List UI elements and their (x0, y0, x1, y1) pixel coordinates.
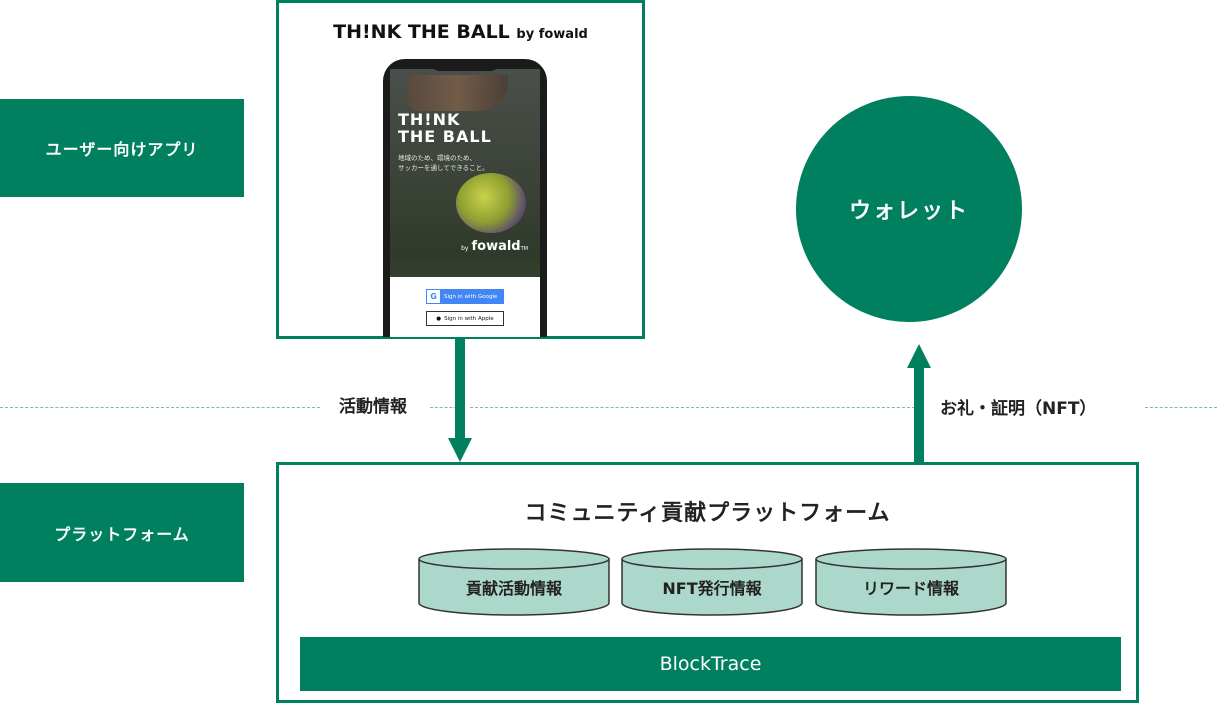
phone-mockup: TH!NK THE BALL 地域のため、環境のため、 サッカーを通してできるこ… (383, 59, 547, 337)
database-cylinder-icon (621, 548, 803, 616)
database-label: リワード情報 (862, 579, 959, 598)
boundary-dashed-line-mid (470, 407, 920, 408)
user-app-category-label: ユーザー向けアプリ (0, 99, 244, 197)
boundary-dashed-line-left (0, 407, 320, 408)
boundary-dashed-line-right (1145, 407, 1217, 408)
boundary-dashed-line-mid-left (430, 407, 462, 408)
database-label: NFT発行情報 (662, 579, 762, 598)
database-cylinder-icon (418, 548, 610, 616)
brand-by: by (461, 245, 469, 252)
splash-logo-line2: THE BALL (398, 127, 492, 146)
app-title: TH!NK THE BALL by fowald (279, 21, 642, 43)
splash-logo: TH!NK THE BALL (398, 111, 492, 145)
player-leg-image (408, 75, 508, 111)
google-button-label: Sign in with Google (444, 293, 498, 300)
app-card: TH!NK THE BALL by fowald TH!NK THE BALL … (276, 0, 645, 339)
database-cylinder-icon (815, 548, 1007, 616)
splash-logo-line1: TH!NK (398, 110, 461, 129)
platform-category-label: プラットフォーム (0, 483, 244, 582)
blocktrace-layer: BlockTrace (300, 637, 1121, 691)
brand-name: fowald (471, 239, 521, 254)
database-label: 貢献活動情報 (465, 579, 562, 598)
blocktrace-label: BlockTrace (659, 653, 762, 675)
phone-notch (430, 59, 500, 71)
app-title-main: TH!NK THE BALL (333, 21, 510, 43)
database-nft-issuance: NFT発行情報 (620, 547, 814, 617)
brand-tm: TM (520, 246, 528, 252)
apple-icon: ● (436, 315, 442, 322)
wallet-circle: ウォレット (796, 96, 1022, 322)
database-reward: リワード情報 (814, 547, 1008, 617)
tagline-line2: サッカーを通してできること。 (398, 164, 489, 172)
google-icon: G (427, 290, 440, 303)
sign-in-apple-button[interactable]: ● Sign in with Apple (426, 311, 504, 326)
up-arrow-reward (907, 344, 931, 462)
app-title-by: by fowald (516, 27, 588, 42)
splash-tagline: 地域のため、環境のため、 サッカーを通してできること。 (398, 153, 489, 173)
sign-in-google-button[interactable]: G Sign in with Google (426, 289, 504, 304)
reward-proof-flow-label: お礼・証明（NFT） (934, 394, 1103, 419)
platform-title: コミュニティ貢献プラットフォーム (524, 501, 891, 526)
login-area: G Sign in with Google ● Sign in with App… (390, 277, 540, 337)
activity-info-flow-label: 活動情報 (333, 392, 413, 417)
database-contribution-activity: 貢献活動情報 (417, 547, 611, 617)
wallet-label: ウォレット (848, 199, 969, 224)
soccer-ball-image (456, 173, 526, 233)
apple-button-label: Sign in with Apple (444, 315, 494, 322)
phone-screen: TH!NK THE BALL 地域のため、環境のため、 サッカーを通してできるこ… (390, 69, 540, 337)
platform-card: コミュニティ貢献プラットフォーム 貢献活動情報 NFT発行情報 リワード情報 B… (276, 462, 1139, 703)
tagline-line1: 地域のため、環境のため、 (398, 154, 476, 162)
down-arrow-activity (448, 339, 472, 462)
